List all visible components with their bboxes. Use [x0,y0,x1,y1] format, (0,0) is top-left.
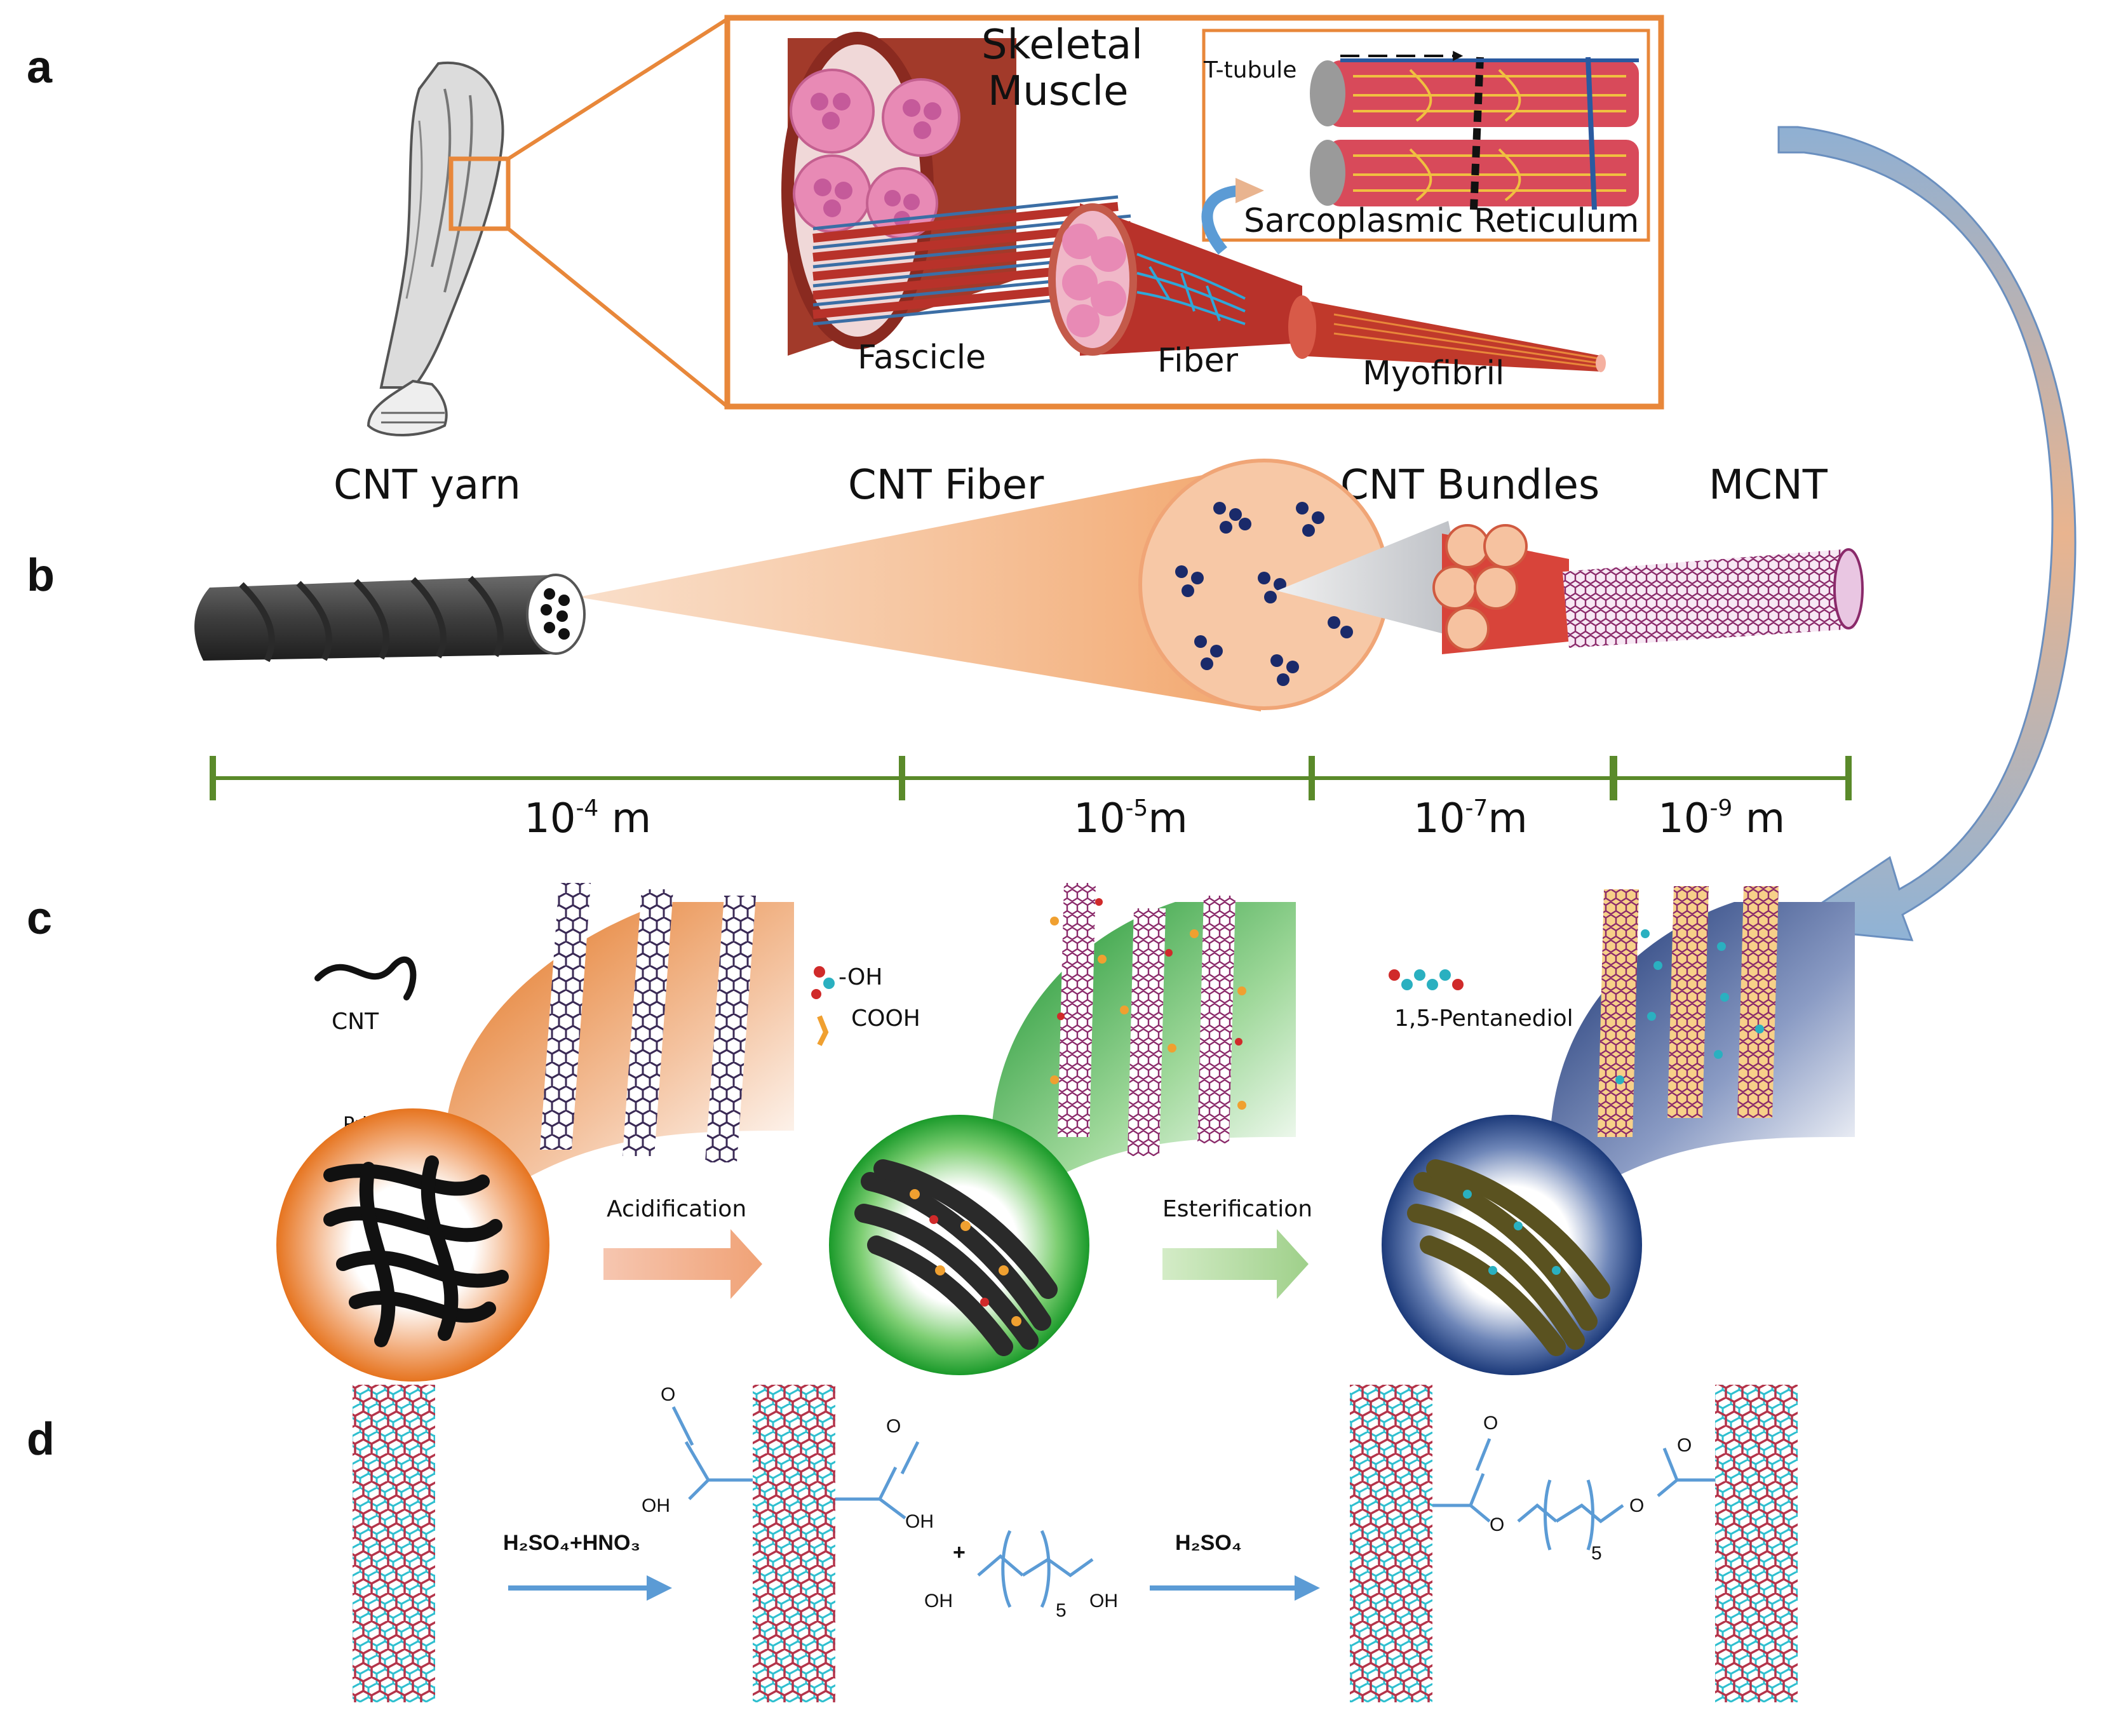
label-muscle: Muscle [988,68,1128,115]
pristine-sphere [276,1108,549,1382]
fiber-bundle [1288,295,1606,372]
mcnt-tube [1563,548,1864,648]
cnt-acid-structure [753,1385,835,1702]
reagent-2: H₂SO₄ [1175,1531,1242,1555]
label-oh: -OH [838,964,882,990]
zoom-line-bottom [507,227,729,408]
tangled-cnt [323,1155,509,1347]
scale-label-4: 10-9 m [1658,795,1785,842]
d-o-1: O [661,1384,675,1405]
acid-groups [910,1189,1021,1326]
oh-legend-icon [811,966,835,999]
label-cnt-yarn: CNT yarn [333,462,521,509]
scale-label-1: 10-4 m [524,795,651,842]
ester-groups [1463,1190,1561,1275]
d-plus: + [953,1540,966,1564]
fascicle-bundle [1048,203,1302,356]
curved-transition-arrow [1777,126,2077,941]
label-cnt: CNT [332,1009,379,1035]
bundle-expansion-cone [1277,521,1474,642]
pristine-cnt-tubes [540,883,756,1162]
label-skeletal: Skeletal [981,22,1143,69]
d-oh-4: OH [1089,1591,1118,1612]
cnt-yarn [194,574,586,663]
myofibril-inset [1310,51,1639,210]
carboxyl-bonds-left [671,1406,920,1519]
arm-muscle-illustration [367,61,504,436]
esterified-cnt-bundle [1407,1159,1610,1356]
acidification-arrow [603,1229,762,1299]
scale-label-2: 10-5m [1074,795,1188,842]
pristine-drop [445,902,794,1181]
zoom-line-top [507,17,729,161]
d-five-2: 5 [1591,1543,1602,1564]
inset-curved-arrow [1201,185,1246,255]
cooh-legend-icon [817,1015,829,1046]
d-o-5: O [1629,1495,1644,1516]
d-o-2: O [886,1416,901,1437]
panel-label-d: d [27,1414,55,1465]
ester-linkage [1432,1438,1715,1551]
d-o-4: O [1490,1514,1504,1535]
reagent-1: H₂SO₄+HNO₃ [503,1531,640,1555]
pentanediol-structure [977,1530,1094,1608]
label-pentanediol: 1,5-Pentanediol [1394,1006,1573,1032]
label-cnt-bundles: CNT Bundles [1340,462,1599,509]
label-acidification: Acidification [607,1196,746,1222]
panel-label-a: a [27,42,53,93]
label-sarcoplasmic-reticulum: Sarcoplasmic Reticulum [1244,202,1639,240]
fiber-expansion-cone [578,464,1261,711]
label-fiber: Fiber [1157,342,1239,380]
cnt-bundle [1432,524,1569,654]
scale-bar [210,756,1852,800]
acidified-cnt-tubes [1050,883,1246,1156]
label-myofibril: Myofibril [1363,354,1505,393]
d-oh-1: OH [642,1495,670,1516]
panel-label-b: b [27,550,55,601]
cnt-ester-structure-right [1715,1385,1798,1702]
d-five-1: 5 [1056,1600,1067,1621]
acidified-cnt-bundle [854,1159,1058,1356]
label-cooh: COOH [851,1006,920,1032]
cnt-pristine-structure [353,1385,435,1702]
d-o-3: O [1483,1413,1498,1434]
esterification-arrow [1162,1229,1309,1299]
d-oh-3: OH [924,1591,953,1612]
label-esterification: Esterification [1162,1196,1312,1222]
zoom-box [448,156,511,231]
label-t-tubule: T-tubule [1203,57,1296,83]
d-oh-2: OH [905,1511,934,1532]
label-fascicle: Fascicle [858,339,986,377]
esterified-cnt-tubes [1598,886,1779,1137]
scale-label-3: 10-7m [1413,795,1528,842]
panel-label-c: c [27,893,52,944]
cnt-squiggle-icon [314,956,417,1000]
pentanediol-legend-icon [1389,969,1464,990]
label-mcnt: MCNT [1709,462,1828,509]
d-o-6: O [1677,1435,1692,1456]
cnt-fiber-crosssection [1138,459,1390,710]
cnt-ester-structure-left [1350,1385,1432,1702]
label-cnt-fiber: CNT Fiber [848,462,1044,509]
inset-curved-arrowhead [1236,178,1264,203]
